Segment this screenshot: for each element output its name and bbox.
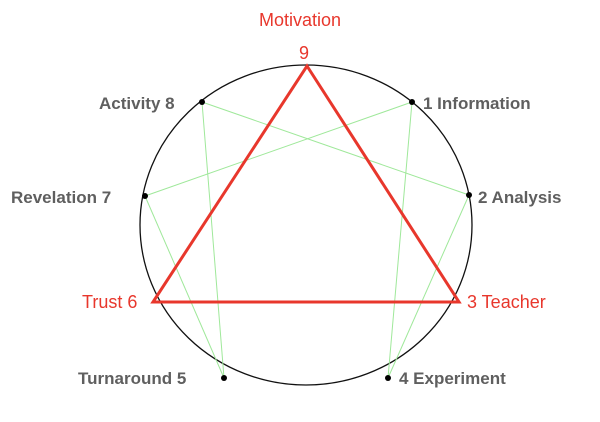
hexad-line-8-5 bbox=[201, 101, 225, 379]
label-1-information: 1 Information bbox=[423, 94, 531, 113]
point-2-dot bbox=[466, 192, 472, 198]
label-2-analysis: 2 Analysis bbox=[478, 188, 562, 207]
point-9-number: 9 bbox=[299, 43, 310, 63]
label-3-teacher: 3 Teacher bbox=[467, 292, 546, 312]
hexad-line-5-7 bbox=[144, 195, 225, 379]
triangle-9-3-6 bbox=[150, 63, 462, 304]
point-1-dot bbox=[409, 99, 415, 105]
label-8-activity: Activity 8 bbox=[99, 94, 175, 113]
label-5-turnaround: Turnaround 5 bbox=[78, 369, 187, 388]
title-motivation: Motivation bbox=[259, 10, 342, 30]
hexad-line-4-2 bbox=[387, 194, 470, 379]
point-7-dot bbox=[142, 193, 148, 199]
hexad-line-7-1 bbox=[144, 101, 413, 197]
hexad-line-1-4 bbox=[387, 101, 413, 379]
point-4-dot bbox=[385, 375, 391, 381]
label-6-trust: Trust 6 bbox=[82, 292, 138, 312]
point-8-dot bbox=[199, 99, 205, 105]
label-7-revelation: Revelation 7 bbox=[11, 188, 112, 207]
label-4-experiment: 4 Experiment bbox=[399, 369, 506, 388]
point-5-dot bbox=[221, 375, 227, 381]
hexad-line-2-8 bbox=[201, 101, 470, 196]
